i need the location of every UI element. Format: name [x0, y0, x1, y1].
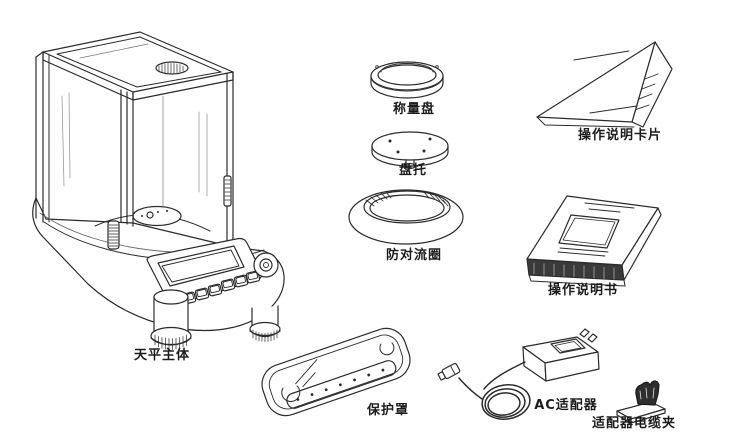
label-ac-adapter: AC适配器	[534, 398, 598, 413]
label-balance-body: 天平主体	[133, 348, 191, 363]
label-adapter-cable-clamp: 适配器电缆夹	[591, 416, 677, 431]
anti-convection-ring-illustration	[348, 189, 464, 245]
cover-display-strip	[286, 360, 397, 409]
label-weighing-pan: 称量盘	[392, 102, 436, 117]
panel-knob	[253, 252, 279, 278]
label-anti-convection-ring: 防对流圈	[385, 248, 443, 263]
leveling-foot-left	[150, 289, 192, 350]
leveling-foot-right	[249, 305, 281, 343]
label-instruction-card: 操作说明卡片	[577, 128, 663, 143]
adapter-cable-coil	[458, 377, 531, 420]
door-rail-knob	[107, 220, 120, 250]
weighing-pan-illustration	[370, 61, 444, 99]
glass-chamber	[35, 51, 234, 249]
ac-adapter-illustration	[437, 328, 600, 420]
balance-body-illustration	[32, 31, 285, 350]
cable-clip	[635, 380, 660, 406]
top-door-handle	[155, 61, 189, 75]
display-window	[157, 245, 245, 287]
adapter-prongs	[579, 328, 598, 343]
protective-cover-illustration	[261, 327, 411, 417]
adapter-cable-clamp-illustration	[616, 380, 666, 424]
instruction-card-illustration	[536, 41, 673, 128]
label-instruction-manual: 操作说明书	[547, 283, 619, 298]
chamber-top-frame	[35, 31, 234, 101]
label-pan-support: 盘托	[398, 163, 428, 178]
pan-seat	[132, 205, 182, 227]
adapter-plug	[437, 362, 461, 381]
keypad	[181, 270, 261, 305]
instruction-manual-illustration	[526, 195, 662, 287]
label-protective-cover: 保护罩	[366, 403, 410, 418]
pan-support-illustration	[371, 131, 449, 170]
